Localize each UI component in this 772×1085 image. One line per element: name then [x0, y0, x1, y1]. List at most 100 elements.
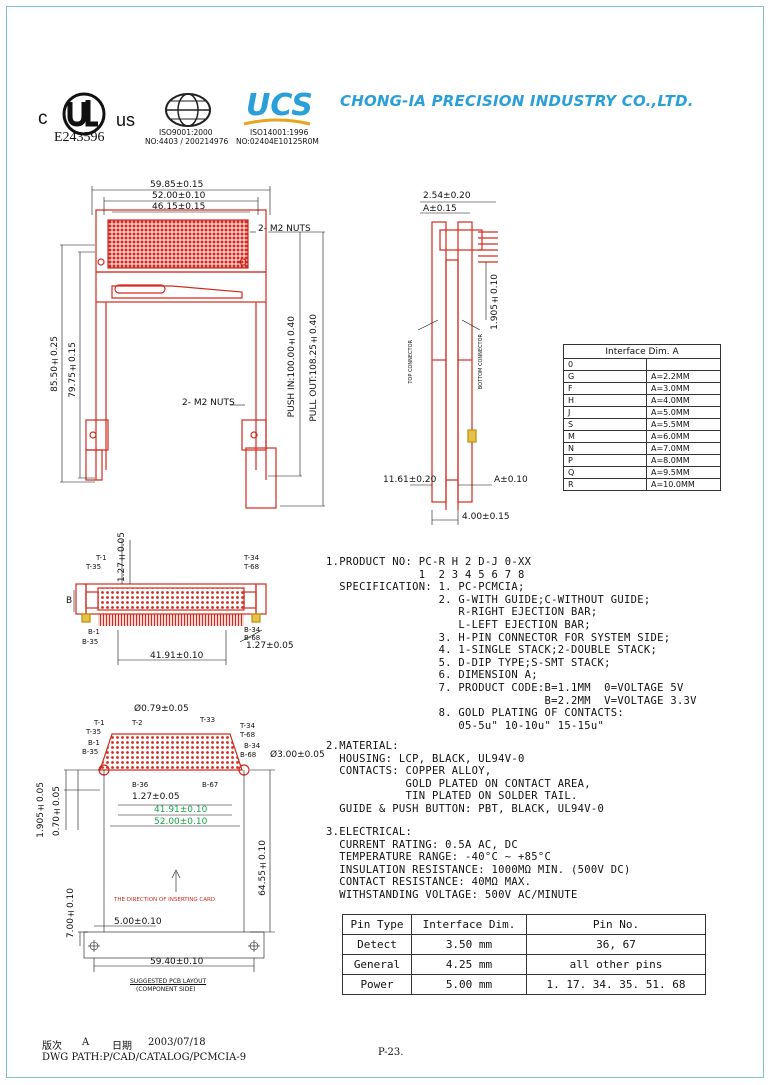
- interface-code-cell: R: [563, 478, 647, 491]
- interface-code-cell: P: [563, 454, 647, 467]
- electrical-line: WITHSTANDING VOLTAGE: 500V AC/MINUTE: [326, 888, 578, 901]
- pin-type-cell: General: [342, 954, 412, 975]
- ul-logo: c us E243596: [36, 92, 146, 148]
- dim-front-width: 41.91±0.10: [150, 651, 204, 661]
- electrical-block: 3.ELECTRICAL: CURRENT RATING: 0.5A AC, D…: [326, 826, 631, 902]
- pin-number-cell: all other pins: [526, 954, 706, 975]
- pcb-label-b35: B-35: [82, 748, 99, 756]
- ul-us-label: us: [116, 110, 136, 130]
- footer-page-number: P-23.: [378, 1047, 404, 1058]
- pcb-label-t33: T-33: [200, 716, 216, 724]
- pin-label-t34: T-34: [244, 554, 260, 562]
- ucs-swoosh-icon: [243, 118, 311, 126]
- pcb-label-b67: B-67: [202, 781, 219, 789]
- dim-pcb-v3: 64.55±0.10: [258, 840, 268, 896]
- pcb-layout-dimensions: [64, 769, 275, 972]
- dim-side-3: 1.905±0.10: [490, 274, 500, 330]
- pin-label-b34: B-34: [244, 626, 261, 634]
- ul-c-label: c: [38, 108, 48, 129]
- dim-pcb-h1: 5.00±0.10: [114, 917, 162, 927]
- footer-version: A: [82, 1037, 90, 1048]
- pcb-label-b36: B-36: [132, 781, 149, 789]
- pin-table-header-no: Pin No.: [526, 914, 706, 935]
- front-view-drawing: [75, 583, 267, 626]
- page-frame: [6, 6, 764, 1078]
- iso14001-label: ISO14001:1996: [250, 128, 309, 137]
- spec-line: 05-5u" 10-10u" 15-15u": [326, 719, 605, 732]
- dim-pcb-mount-hole: Ø3.00±0.05: [270, 750, 325, 760]
- pcb-caption-2: (COMPONENT SIDE): [136, 986, 196, 993]
- dim-pcb-width-1: 41.91±0.10: [154, 805, 208, 815]
- ucs-logo: UCS ISO14001:1996 NO:02404E10125R0M: [236, 88, 336, 150]
- interface-dim-cell: A=2.2MM: [646, 370, 721, 383]
- interface-dim-cell: A=4.0MM: [646, 394, 721, 407]
- electrical-line: TEMPERATURE RANGE: -40°C ~ +85°C: [326, 851, 552, 864]
- dim-pcb-v1: 1.905±0.05: [36, 782, 46, 838]
- pcb-label-b34: B-34: [244, 742, 261, 750]
- spec-line: 6. DIMENSION A;: [326, 669, 538, 682]
- spec-line: 8. GOLD PLATING OF CONTACTS:: [326, 707, 624, 720]
- pin-type-cell: Detect: [342, 934, 412, 955]
- iso14001-number: NO:02404E10125R0M: [236, 137, 319, 146]
- pin-table-header-type: Pin Type: [342, 914, 412, 935]
- label-m2-nuts-top: 2- M2 NUTS: [258, 224, 311, 234]
- pin-number-cell: 1. 17. 34. 35. 51. 68: [526, 974, 706, 995]
- dim-side-2: A±0.15: [423, 204, 457, 214]
- pin-table-header-dim: Interface Dim.: [411, 914, 527, 935]
- material-line: GOLD PLATED ON CONTACT AREA,: [326, 777, 591, 790]
- pin-label-b35: B-35: [82, 638, 99, 646]
- dim-pcb-hole: Ø0.79±0.05: [134, 704, 189, 714]
- interface-dim-cell: A=10.0MM: [646, 478, 721, 491]
- ucs-logo-text: UCS: [246, 88, 313, 123]
- pcb-label-t2: T-2: [132, 719, 143, 727]
- interface-dim-cell: A=9.5MM: [646, 466, 721, 479]
- material-line: 2.MATERIAL:: [326, 740, 399, 752]
- interface-code-cell: H: [563, 394, 647, 407]
- pin-table-header: Pin Type Interface Dim. Pin No.: [342, 914, 706, 935]
- label-top-connector: TOP CONNECTOR: [408, 340, 414, 384]
- pin-dim-cell: 5.00 mm: [411, 974, 527, 995]
- interface-dim-cell: A=3.0MM: [646, 382, 721, 395]
- interface-dim-cell: A=6.0MM: [646, 430, 721, 443]
- spec-line: SPECIFICATION: 1. PC-PCMCIA;: [326, 581, 525, 594]
- side-view-dimensions: [410, 201, 496, 525]
- iso9001-logo: ISO9001:2000 NO:4403 / 200214976: [145, 92, 235, 152]
- material-line: HOUSING: LCP, BLACK, UL94V-0: [326, 752, 525, 765]
- electrical-line: CURRENT RATING: 0.5A AC, DC: [326, 838, 519, 851]
- dim-top-width-1: 59.85±0.15: [150, 180, 204, 190]
- pcb-label-t34: T-34: [240, 722, 256, 730]
- interface-dim-cell: [646, 358, 721, 371]
- interface-table-title: Interface Dim. A: [563, 344, 721, 359]
- dim-pcb-width-2: 52.00±0.10: [154, 817, 208, 827]
- spec-line: B=2.2MM V=VOLTAGE 3.3V: [326, 694, 697, 707]
- material-block: 2.MATERIAL: HOUSING: LCP, BLACK, UL94V-0…: [326, 740, 604, 816]
- interface-code-cell: M: [563, 430, 647, 443]
- pcb-label-t68: T-68: [240, 731, 256, 739]
- ul-mark-icon: [62, 92, 106, 136]
- pcb-caption-1: SUGGESTED PCB LAYOUT: [130, 978, 207, 985]
- dim-push-in: PUSH IN:100.00±0.40: [287, 316, 297, 418]
- interface-table-row: 0: [563, 358, 721, 371]
- spec-line: 7. PRODUCT CODE:B=1.1MM 0=VOLTAGE 5V: [326, 681, 684, 694]
- label-insert-direction: THE DIRECTION OF INSERTING CARD: [114, 897, 216, 903]
- label-bottom-connector: BOTTOM CONNECTOR: [478, 334, 484, 390]
- dim-side-6: 4.00±0.15: [462, 512, 510, 522]
- interface-code-cell: N: [563, 442, 647, 455]
- spec-line: R-RIGHT EJECTION BAR;: [326, 606, 598, 619]
- side-view-drawing: [431, 221, 498, 510]
- dim-pcb-pitch: 1.27±0.05: [132, 792, 180, 802]
- interface-dim-cell: A=5.5MM: [646, 418, 721, 431]
- pcb-label-t35: T-35: [86, 728, 102, 736]
